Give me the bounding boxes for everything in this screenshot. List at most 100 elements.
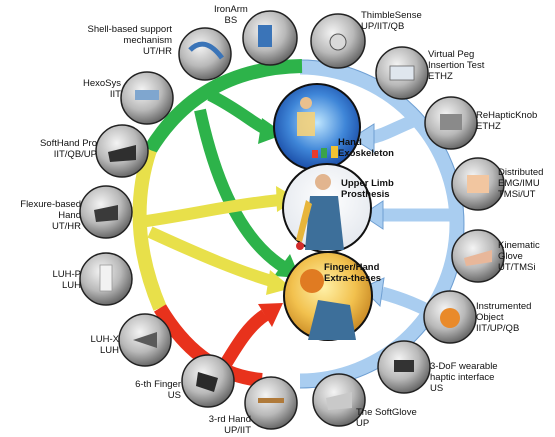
softhandpro-label-line: IIT/QB/UP	[53, 149, 97, 160]
virtualpeg-label-line: Virtual Peg	[428, 49, 475, 60]
exoskeleton-label: Hand Exoskeleton	[338, 137, 394, 159]
luhx-label-line: LUH-X	[90, 334, 119, 345]
prosthesis-label-line: Upper Limb	[341, 178, 394, 189]
luhx-label: LUH-X LUH	[90, 334, 119, 356]
kinematicglove-label: Kinematic Glove UT/TMSi	[498, 240, 540, 273]
distributed-label: Distributed EMG/IMU TMSi/UT	[498, 167, 543, 200]
instrumented-label: Instrumented Object IIT/UP/QB	[476, 301, 531, 334]
hexosys-label: HexoSys IIT	[83, 78, 121, 100]
hexosys-label-line: HexoSys	[82, 78, 121, 89]
shell-label-line: Shell-based support	[87, 24, 173, 35]
thimblesense-thumbnail	[310, 13, 366, 69]
sixthfinger-label-line: 6-th Finger	[135, 379, 181, 390]
sixthfinger-label: 6-th Finger US	[135, 379, 181, 401]
prosthesis-node	[282, 163, 372, 253]
hexosys-label-line: IIT	[109, 89, 121, 100]
ironarm-thumbnail	[242, 10, 298, 66]
red-arrowhead-extratheses	[258, 303, 283, 327]
flexure-label: Flexure-based Hand UT/HR	[20, 199, 81, 232]
luhx-label-line: LUH	[99, 345, 119, 356]
softglove-label: The SoftGlove UP	[356, 407, 417, 429]
softglove-label-line: UP	[356, 418, 370, 429]
ironarm-label: IronArm BS	[214, 4, 248, 26]
softglove-thumbnail	[312, 373, 366, 427]
green-ring-arc	[144, 59, 303, 154]
threedof-label-line: haptic interface	[430, 372, 495, 383]
thimblesense-label: ThimbleSense UP/IIT/QB	[361, 10, 422, 32]
distributed-thumbnail	[451, 157, 505, 211]
threedof-label-line: 3-DoF wearable	[430, 361, 498, 372]
prosthesis-label: Upper Limb Prosthesis	[341, 178, 394, 200]
thimblesense-label-line: ThimbleSense	[361, 10, 422, 21]
extratheses-label-line: Extra-theses	[324, 273, 382, 284]
thirdhand-label-line: 3-rd Hand	[208, 414, 251, 425]
blue-ring-arc	[299, 59, 465, 389]
kinematicglove-label-line: Kinematic	[498, 240, 540, 251]
thimblesense-label-line: UP/IIT/QB	[361, 21, 405, 32]
blue-arrow-to-exoskeleton	[368, 111, 423, 145]
red-arrow-to-extratheses	[219, 309, 269, 369]
exoskeleton-node	[273, 83, 361, 171]
rehapticknob-label-line: ETHZ	[476, 121, 501, 132]
thirdhand-thumbnail	[244, 376, 298, 430]
softglove-label-line: The SoftGlove	[356, 407, 417, 418]
thirdhand-label-line: UP/IIT	[224, 425, 251, 436]
flexure-label-line: UT/HR	[51, 221, 81, 232]
softhandpro-label-line: SoftHand Pro	[39, 138, 97, 149]
shell-label-line: mechanism	[123, 35, 172, 46]
luhp-label-line: LUH-P	[52, 269, 81, 280]
rehapticknob-label: ReHapticKnob ETHZ	[476, 110, 537, 132]
extratheses-node	[283, 251, 373, 341]
prosthesis-label-line: Prosthesis	[341, 189, 390, 200]
green-arrow-to-exoskeleton	[207, 89, 271, 136]
shell-thumbnail	[178, 27, 232, 81]
extratheses-label-line: Finger/Hand	[324, 262, 380, 273]
ironarm-label-line: IronArm	[214, 4, 248, 15]
kinematicglove-thumbnail	[451, 229, 505, 283]
yellow-arrow-to-extratheses	[147, 226, 277, 288]
luhp-label: LUH-P LUH	[52, 269, 81, 291]
kinematicglove-label-line: Glove	[498, 251, 523, 262]
yellow-ring-arc	[132, 147, 167, 311]
shell-label: Shell-based support mechanism UT/HR	[88, 24, 173, 57]
kinematicglove-label-line: UT/TMSi	[498, 262, 536, 273]
instrumented-label-line: Instrumented	[476, 301, 532, 312]
threedof-label: 3-DoF wearable haptic interface US	[430, 361, 498, 394]
ironarm-label-line: BS	[224, 15, 238, 26]
virtualpeg-label: Virtual Peg Insertion Test ETHZ	[428, 49, 484, 82]
instrumented-label-line: IIT/UP/QB	[476, 323, 520, 334]
extratheses-label: Finger/Hand Extra-theses	[324, 262, 381, 284]
distributed-label-line: EMG/IMU	[498, 178, 540, 189]
distributed-label-line: TMSi/UT	[498, 189, 536, 200]
rehapticknob-label-line: ReHapticKnob	[476, 110, 538, 121]
luhp-label-line: LUH	[61, 280, 81, 291]
virtualpeg-label-line: Insertion Test	[428, 60, 485, 71]
softhandpro-thumbnail	[95, 124, 149, 178]
threedof-thumbnail	[377, 340, 431, 394]
thirdhand-label: 3-rd Hand UP/IIT	[209, 414, 251, 436]
distributed-label-line: Distributed	[498, 167, 544, 178]
flexure-label-line: Flexure-based	[20, 199, 81, 210]
virtualpeg-thumbnail	[375, 46, 429, 100]
flexure-thumbnail	[79, 185, 133, 239]
yellow-arrow-to-prosthesis	[139, 194, 281, 228]
instrumented-label-line: Object	[476, 312, 504, 323]
blue-arrowhead-prosthesis	[361, 200, 384, 230]
shell-label-line: UT/HR	[142, 46, 172, 57]
sixthfinger-thumbnail	[181, 354, 235, 408]
green-arrowhead-exoskeleton	[258, 118, 285, 144]
blue-ring-outline	[299, 59, 465, 389]
softhandpro-label: SoftHand Pro IIT/QB/UP	[40, 138, 97, 160]
threedof-label-line: US	[430, 383, 444, 394]
exoskeleton-label-line: Exoskeleton	[338, 148, 394, 159]
blue-arrowhead-exoskeleton	[351, 123, 375, 153]
virtualpeg-label-line: ETHZ	[428, 71, 453, 82]
sixthfinger-label-line: US	[167, 390, 181, 401]
instrumented-thumbnail	[423, 290, 477, 344]
exoskeleton-label-line: Hand	[338, 137, 362, 148]
luhp-thumbnail	[79, 252, 133, 306]
hexosys-thumbnail	[120, 71, 174, 125]
flexure-label-line: Hand	[58, 210, 81, 221]
rehapticknob-thumbnail	[424, 96, 478, 150]
